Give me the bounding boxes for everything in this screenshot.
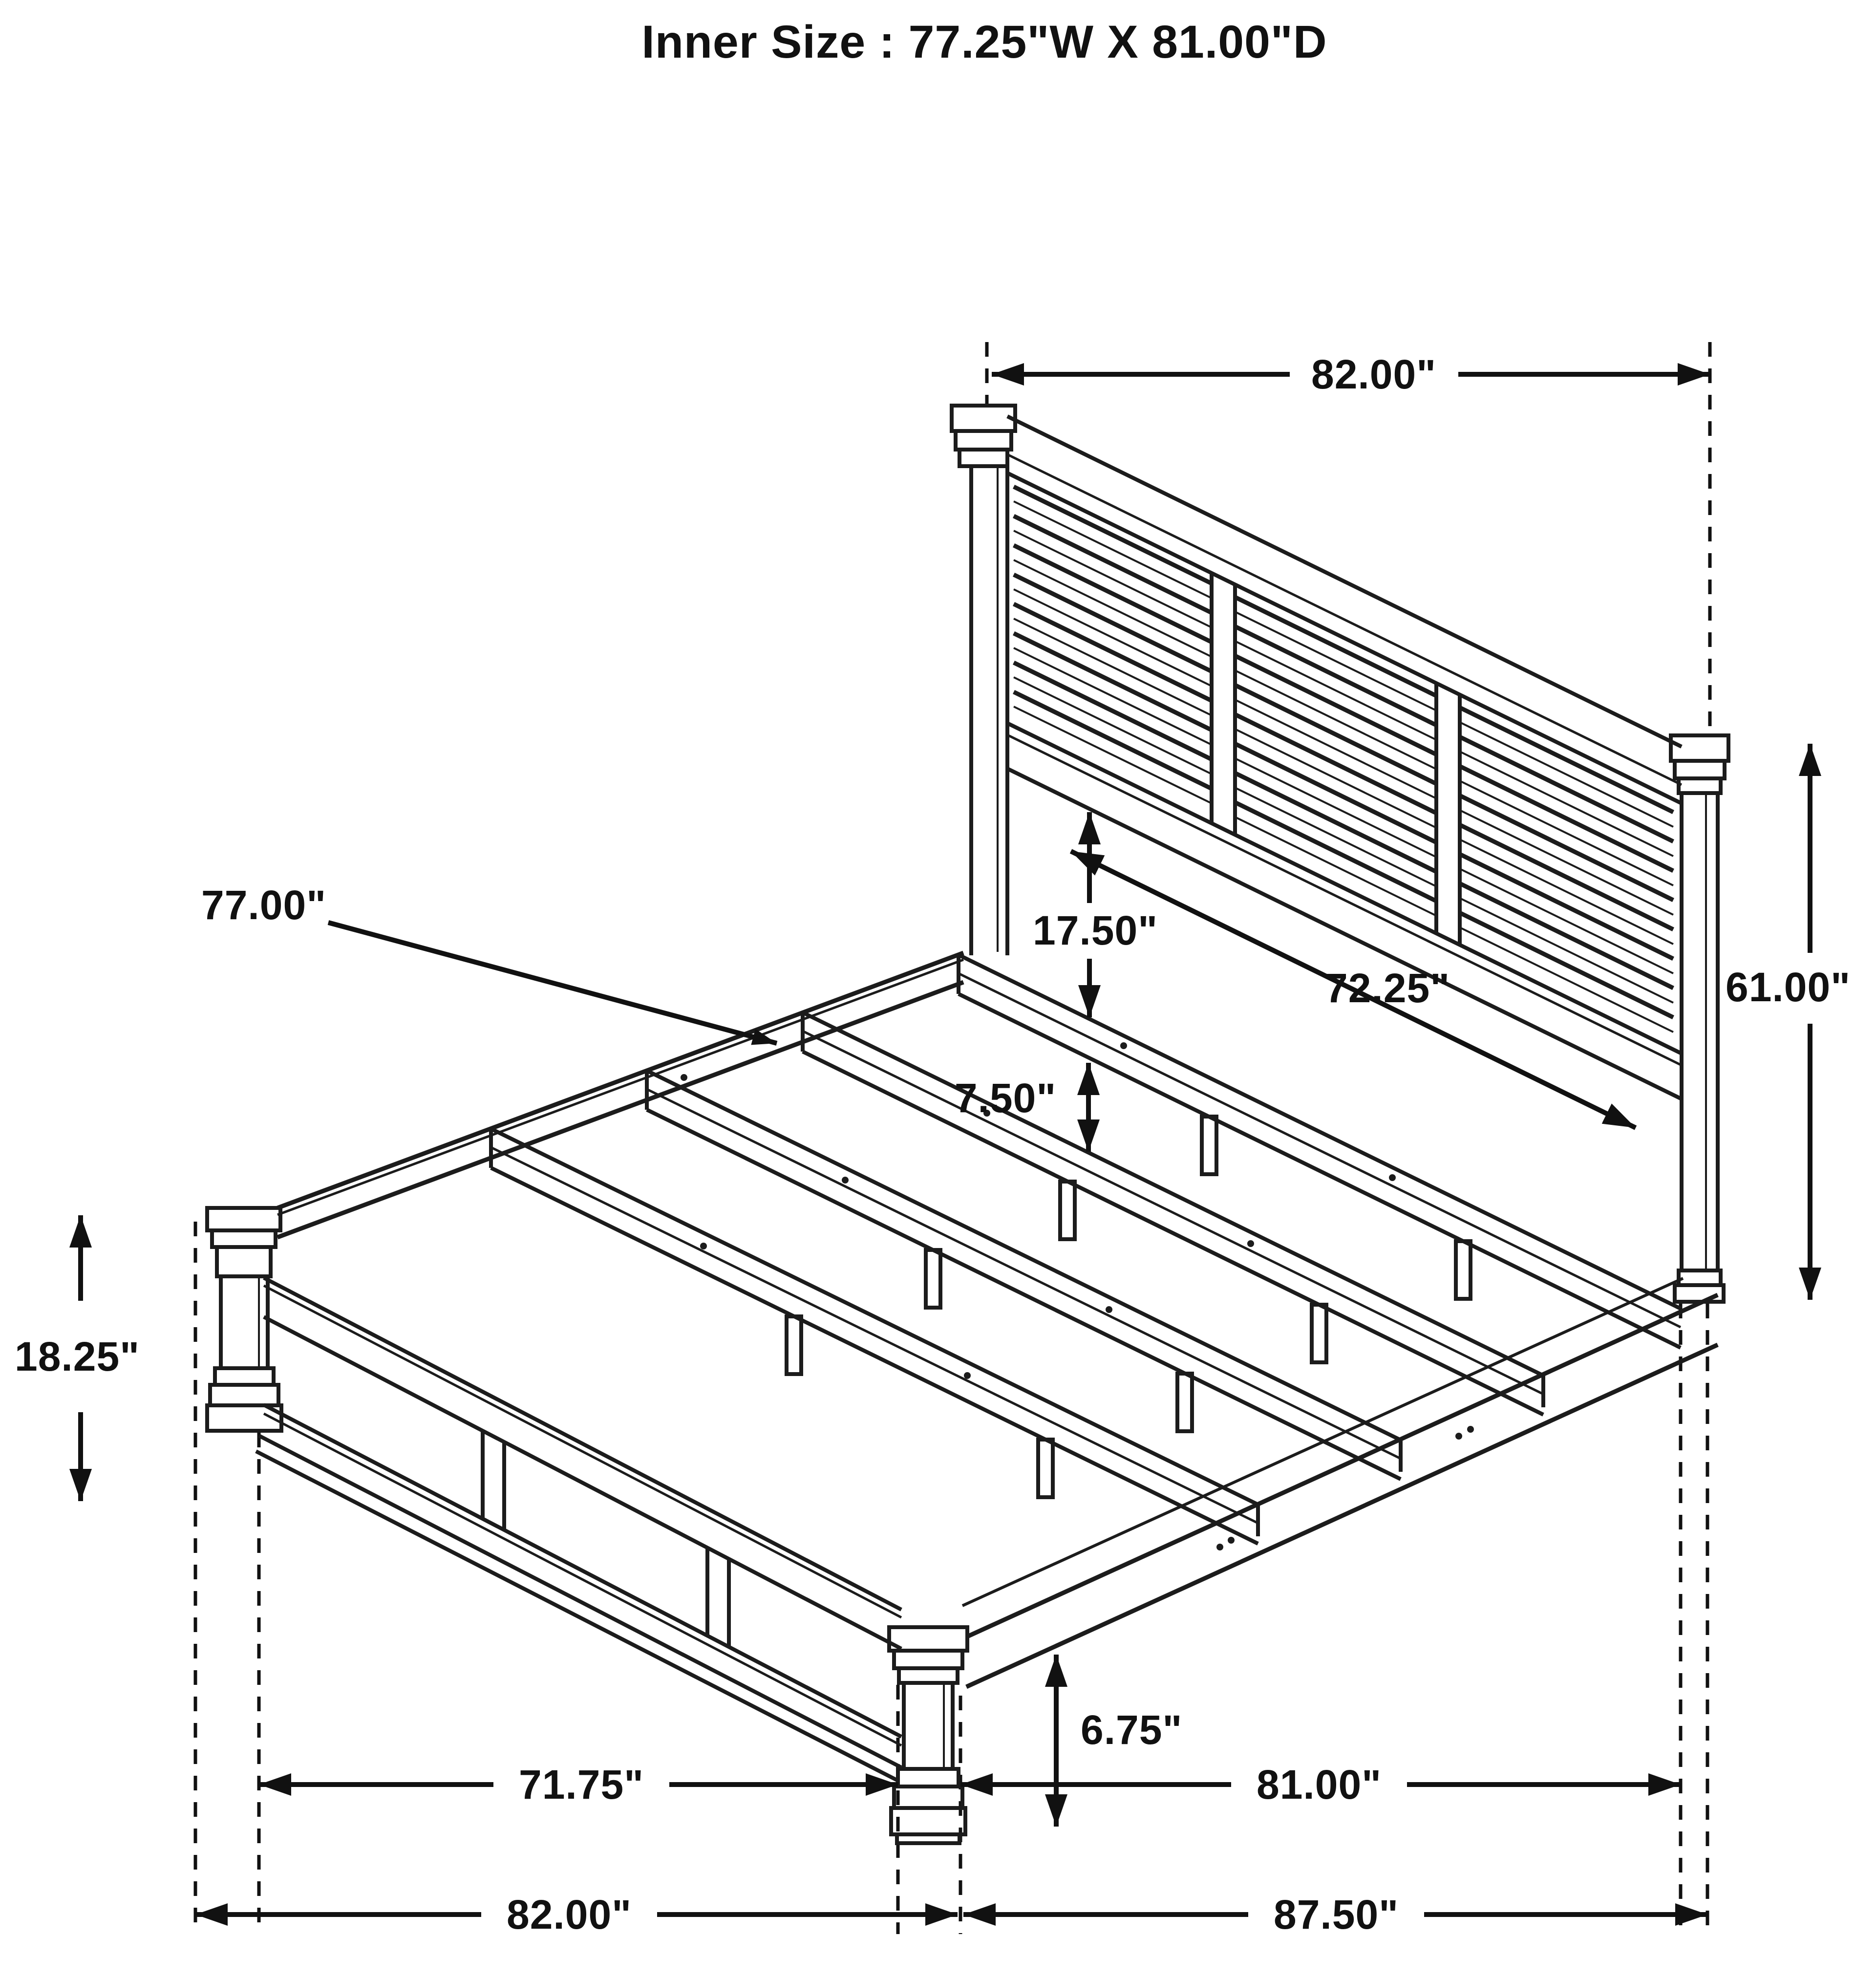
footboard: [205, 1206, 969, 1845]
louver-panel-3: [1459, 705, 1674, 1033]
dim-side-inner-depth: 81.00": [960, 1762, 1681, 1808]
headboard-top-rail: [1006, 414, 1683, 805]
dim-rail-clearance-label: 6.75": [1081, 1707, 1182, 1753]
headboard: [950, 404, 1730, 1304]
footboard-top-rail: [263, 1276, 902, 1651]
dim-footboard-outer-width: 82.00": [195, 1892, 958, 1937]
dim-overall-depth: 87.50": [963, 1892, 1707, 1937]
dim-headboard-to-slat-label: 17.50": [1033, 907, 1158, 953]
dim-footboard-inner-width: 71.75": [259, 1762, 898, 1808]
dim-slat-spacing: 7.50": [955, 1063, 1100, 1152]
extension-lines: [193, 342, 1712, 1934]
dim-headboard-height: 61.00": [1726, 744, 1851, 1300]
footboard-right-post: [887, 1625, 969, 1845]
dim-slat-length: 77.00": [201, 882, 778, 1046]
diagram-title: Inner Size : 77.25"W X 81.00"D: [641, 16, 1327, 68]
dim-headboard-inner-width-label: 72.25": [1325, 965, 1450, 1011]
dim-footboard-height-label: 18.25": [15, 1334, 140, 1379]
dim-slat-spacing-label: 7.50": [955, 1075, 1056, 1121]
dim-footboard-inner-width-label: 71.75": [519, 1762, 644, 1808]
dim-footboard-outer-width-label: 82.00": [507, 1892, 632, 1937]
dim-slat-length-label: 77.00": [201, 882, 326, 928]
footboard-mullions: [481, 1431, 731, 1647]
footboard-left-post: [205, 1206, 283, 1433]
dim-footboard-height: 18.25": [15, 1215, 140, 1501]
footboard-bottom-rail: [255, 1403, 902, 1783]
dim-headboard-height-label: 61.00": [1726, 964, 1851, 1010]
louver-panel-1: [1013, 484, 1213, 804]
headboard-mullions: [1210, 573, 1462, 945]
headboard-left-post: [950, 404, 1017, 955]
right-side-rail: [961, 1277, 1719, 1689]
dim-top-width-label: 82.00": [1311, 351, 1436, 397]
dim-side-inner-depth-label: 81.00": [1257, 1762, 1382, 1808]
dim-headboard-to-slat: 17.50": [1033, 812, 1158, 1017]
dim-top-width: 82.00": [992, 351, 1710, 397]
support-slats: [489, 953, 1682, 1546]
headboard-right-post: [1669, 733, 1730, 1304]
louver-panel-2: [1234, 595, 1437, 917]
dim-rail-clearance: 6.75": [1045, 1655, 1182, 1827]
dim-headboard-inner-width: 72.25": [1069, 849, 1637, 1130]
dim-overall-depth-label: 87.50": [1274, 1892, 1399, 1937]
left-side-rail: [277, 950, 964, 1240]
